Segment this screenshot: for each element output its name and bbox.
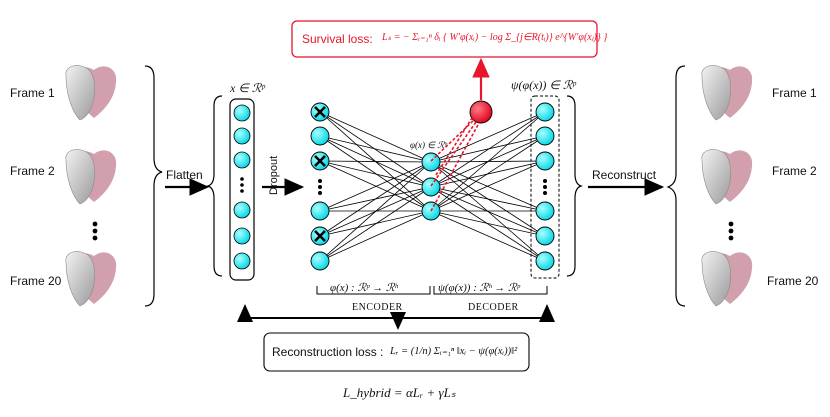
decoder-label: DECODER — [468, 302, 519, 313]
input-brace — [144, 65, 163, 307]
ellipsis-dots-icon — [318, 185, 322, 189]
reconstruction-feedback-arrows — [237, 304, 555, 330]
latent-node — [421, 177, 441, 197]
output-frames — [701, 65, 753, 307]
ellipsis-dots-icon — [318, 191, 322, 195]
network-edge — [430, 210, 546, 262]
output-vector-box — [530, 95, 560, 279]
network-edge — [430, 135, 546, 212]
input-vector-nodes — [233, 104, 251, 270]
network-edge — [319, 161, 432, 212]
encoder-input-layer — [310, 102, 330, 271]
output-node — [535, 251, 555, 271]
output-brace — [566, 95, 583, 277]
network-edge — [430, 186, 546, 262]
input-frame-label-20: Frame 20 — [10, 274, 62, 288]
heart-mesh-icon — [701, 149, 753, 205]
dropout-cross-icon — [314, 155, 326, 167]
decoder-map-label: ψ(φ(x)) : ℛʰ → ℛᵖ — [438, 282, 520, 294]
output-frames-brace — [666, 65, 686, 307]
network-edge — [430, 160, 546, 163]
output-vector-label: ψ(φ(x)) ∈ ℛᵖ — [511, 78, 576, 92]
network-edge — [319, 135, 432, 212]
input-frames — [65, 65, 117, 307]
survival-node — [469, 100, 493, 124]
network-edge — [430, 161, 546, 237]
network-edge — [430, 111, 546, 188]
latent-node — [421, 152, 441, 172]
network-edge — [430, 160, 546, 188]
decoder-output-layer — [535, 102, 555, 271]
dropout-cross-icon — [314, 230, 326, 242]
reconstruction-loss-formula: Lᵣ = (1/n) Σᵢ₌₁ⁿ ‖xᵢ − ψ(φ(xᵢ))‖² — [390, 346, 518, 357]
network-edge — [319, 210, 432, 237]
encoder-label: ENCODER — [352, 302, 403, 313]
network-edge — [430, 210, 546, 237]
input-vector-box — [229, 98, 255, 281]
network-edge — [319, 135, 432, 163]
heart-mesh-icon — [701, 65, 753, 121]
network-edge — [430, 135, 546, 163]
heart-mesh-icon — [65, 65, 117, 121]
output-frame-label-2: Frame 2 — [772, 164, 817, 178]
heart-mesh-icon — [701, 251, 753, 307]
output-node — [535, 126, 555, 146]
output-frame-label-20: Frame 20 — [767, 274, 819, 288]
output-node — [535, 151, 555, 171]
encoder-bracket — [316, 286, 431, 295]
network-edge — [319, 186, 432, 262]
ellipsis-dots-icon — [92, 221, 98, 241]
ellipsis-dots-icon — [543, 191, 547, 195]
network-edge — [319, 210, 432, 262]
network-edge — [430, 161, 546, 262]
encoder-map-label: φ(x) : ℛᵖ → ℛʰ — [330, 282, 398, 294]
heart-mesh-icon — [65, 149, 117, 205]
input-frame-label-2: Frame 2 — [10, 164, 55, 178]
reconstruction-loss-box — [263, 332, 530, 372]
input-node — [310, 201, 330, 221]
dropout-cross-icon — [314, 106, 326, 118]
input-frame-label-1: Frame 1 — [10, 86, 55, 100]
ellipsis-dots-icon — [543, 179, 547, 183]
reconstruction-loss-title: Reconstruction loss : — [272, 345, 384, 359]
network-edge — [319, 161, 432, 262]
input-node — [310, 251, 330, 271]
network-edge — [430, 161, 546, 212]
network-edge — [319, 160, 432, 212]
network-edge — [430, 160, 546, 212]
ellipsis-dots-icon — [728, 221, 734, 241]
survival-loss-box — [291, 20, 598, 58]
output-node — [535, 102, 555, 122]
output-node — [535, 226, 555, 246]
input-node — [310, 126, 330, 146]
hybrid-loss-formula: L_hybrid = αLᵣ + γLₛ — [343, 385, 456, 400]
input-vector-label: x ∈ ℛᵖ — [230, 81, 265, 95]
ellipsis-dots-icon — [318, 179, 322, 183]
network-edges — [319, 111, 546, 262]
output-node — [535, 201, 555, 221]
dropout-label: Dropout — [268, 155, 280, 195]
flatten-label: Flatten — [166, 168, 203, 182]
network-edge — [319, 111, 432, 163]
network-edge — [319, 161, 432, 237]
ellipsis-dots-icon — [543, 185, 547, 189]
survival-loss-formula: Lₛ = − Σᵢ₌₁ⁿ δᵢ { W′φ(xᵢ) − log Σ_{j∈R(t… — [382, 32, 608, 43]
network-edge — [319, 160, 432, 163]
vector-brace — [206, 95, 223, 277]
reconstruct-label: Reconstruct — [592, 168, 657, 182]
survival-edges — [430, 117, 480, 212]
heart-mesh-icon — [65, 251, 117, 307]
network-edge — [319, 160, 432, 188]
decoder-bracket — [433, 286, 548, 295]
output-frame-label-1: Frame 1 — [772, 86, 817, 100]
latent-label: φ(x) ∈ ℛʰ — [410, 140, 448, 150]
survival-loss-title: Survival loss: — [302, 32, 373, 46]
